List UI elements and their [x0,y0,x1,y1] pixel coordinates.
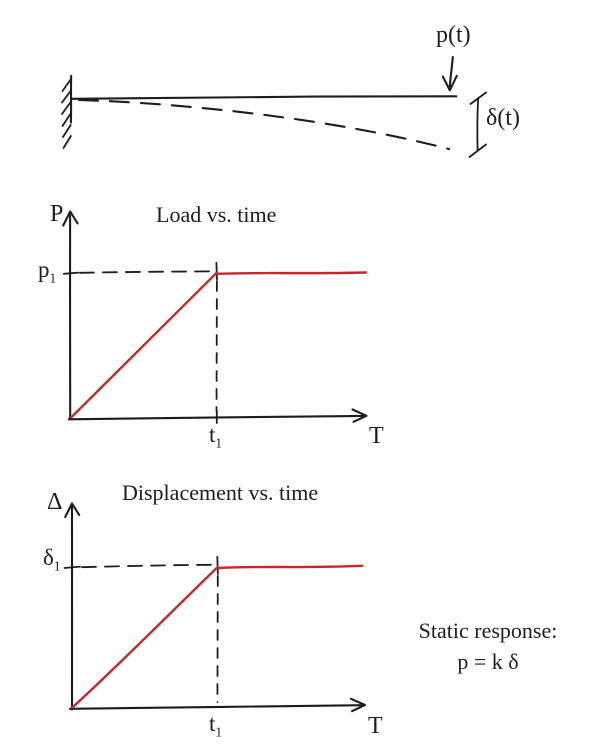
wall-hatching [61,78,72,149]
deflected-shape-curve [77,98,451,151]
disp-ramp-curve [71,566,219,709]
load-peak-value-label: p1 [38,257,57,286]
disp-peak-value-subscript: 1 [53,558,61,574]
load-p1-tick [62,271,80,275]
disp-plateau-curve [216,564,364,570]
load-arrowhead-icon [441,74,458,92]
beam-line [70,95,458,100]
load-peak-time-base: t [209,422,216,447]
load-ramp-curve [70,271,218,419]
dimension-line [476,97,480,151]
load-peak-value-subscript: 1 [49,270,57,286]
disp-peak-time-subscript: 1 [215,724,223,740]
disp-peak-time-label: t1 [209,711,223,740]
disp-delta1-tick [63,565,81,569]
displacement-chart-title: Displacement vs. time [122,480,319,505]
load-p1-dashed-guide [79,270,212,274]
disp-x-axis-label: T [368,713,383,739]
load-peak-time-label: t1 [209,422,223,451]
load-chart-title: Load vs. time [156,202,277,227]
load-arrow-shaft [448,55,454,88]
disp-peak-value-base: δ [43,545,54,570]
load-function-label: p(t) [436,22,471,48]
disp-delta1-dashed-guide [81,563,213,569]
static-response-equation: p = k δ [457,649,519,674]
load-arrow [441,55,458,92]
load-peak-value-base: p [38,257,50,282]
load-y-axis-label: P [50,201,64,227]
disp-peak-value-label: δ1 [43,545,61,574]
load-plateau-curve [215,271,367,275]
load-peak-time-subscript: 1 [215,435,223,451]
dimension-tick-top [469,91,487,105]
load-x-axis-arrowhead-icon [351,408,368,423]
load-chart-strokes [62,210,368,424]
static-response-heading: Static response: [418,618,558,643]
disp-x-axis-arrowhead-icon [349,697,367,713]
disp-peak-time-base: t [209,711,216,736]
dimension-tick-bottom [468,143,487,158]
beam-diagram [61,55,487,158]
deflection-dimension [468,91,487,158]
disp-y-axis-arrowhead-icon [64,502,81,519]
load-x-axis-label: T [369,423,384,449]
deflection-function-label: δ(t) [486,105,520,131]
disp-peak-tick [216,555,219,575]
disp-y-axis-label: Δ [47,489,63,515]
static-response-note: Static response: p = k δ [399,618,577,675]
load-x-axis [67,414,367,421]
load-peak-tick [215,261,218,281]
displacement-chart-strokes [63,502,367,713]
disp-x-axis [68,704,366,710]
load-y-axis-arrowhead-icon [62,210,79,227]
